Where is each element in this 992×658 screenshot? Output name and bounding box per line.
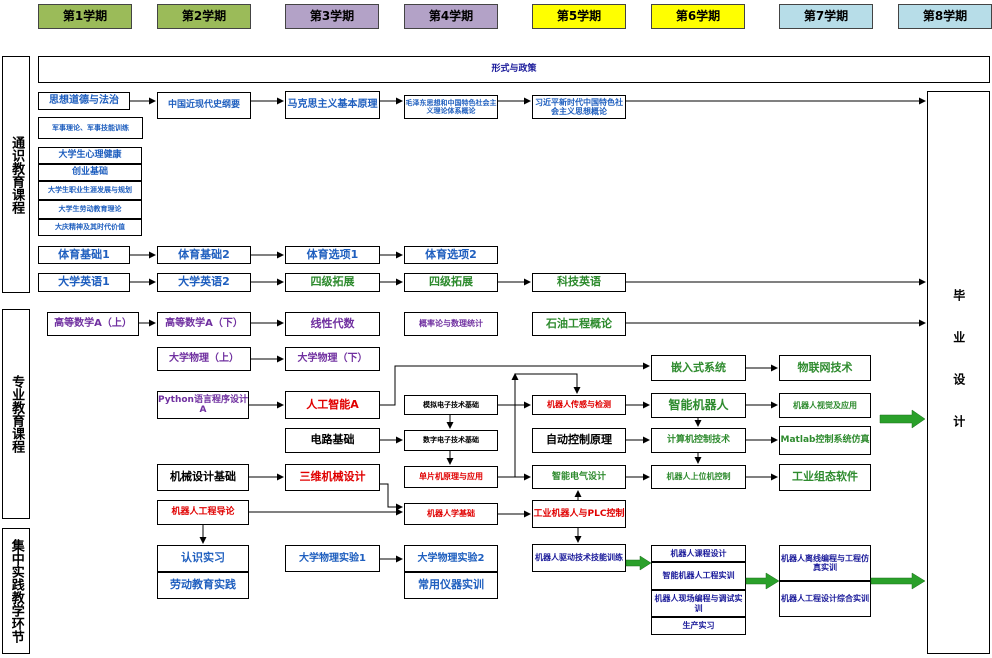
course-military: 军事理论、军事技能训练 <box>38 117 143 139</box>
course-embedded: 嵌入式系统 <box>651 355 746 381</box>
course-computer-control: 计算机控制技术 <box>651 428 746 453</box>
semester-2: 第2学期 <box>157 4 251 29</box>
course-drive-training: 机器人驱动技术技能训练 <box>532 544 626 572</box>
graduation-design: 毕业设计 <box>927 91 990 654</box>
course-analog: 模拟电子技术基础 <box>404 395 498 415</box>
course-design-comprehensive: 机器人工程设计综合实训 <box>779 581 871 617</box>
course-course-design: 机器人课程设计 <box>651 545 746 562</box>
section-practice: 集中实践教学环节 <box>2 528 30 654</box>
course-python: Python语言程序设计A <box>157 391 249 419</box>
course-english1: 大学英语1 <box>38 273 130 292</box>
section-general-label: 通识教育课程 <box>9 135 25 214</box>
course-iot: 物联网技术 <box>779 355 871 381</box>
course-smart-robot: 智能机器人 <box>651 393 746 418</box>
course-phys-exp2: 大学物理实验2 <box>404 545 498 572</box>
course-circuits: 电路基础 <box>285 428 380 453</box>
course-pe4: 体育选项2 <box>404 246 498 264</box>
course-sensors: 机器人传感与检测 <box>532 395 626 415</box>
course-robotics: 机器人学基础 <box>404 503 498 525</box>
course-situation-policy: 形式与政策 <box>38 56 990 83</box>
course-smart-training: 智能机器人工程实训 <box>651 562 746 590</box>
course-physics2: 大学物理（下） <box>285 347 380 371</box>
course-probability: 概率论与数理统计 <box>404 312 498 336</box>
course-digital: 数字电子技术基础 <box>404 430 498 451</box>
course-cet-ext1: 四级拓展 <box>285 273 380 292</box>
course-offline-prog: 机器人离线编程与工程仿真实训 <box>779 545 871 581</box>
course-scada: 工业组态软件 <box>779 464 871 491</box>
course-cognition: 认识实习 <box>157 545 249 572</box>
course-sci-english: 科技英语 <box>532 273 626 292</box>
course-pe3: 体育选项1 <box>285 246 380 264</box>
course-phys-exp1: 大学物理实验1 <box>285 545 380 572</box>
course-robot-vision: 机器人视觉及应用 <box>779 393 871 418</box>
course-ideology-law: 思想道德与法治 <box>38 92 130 110</box>
course-robot-intro: 机器人工程导论 <box>157 500 249 525</box>
course-mao-theory: 毛泽东思想和中国特色社会主义理论体系概论 <box>404 95 498 119</box>
course-field-programming: 机器人现场编程与调试实训 <box>651 590 746 617</box>
course-labor-practice: 劳动教育实践 <box>157 572 249 599</box>
course-cad3d: 三维机械设计 <box>285 464 380 491</box>
course-modern-history: 中国近现代史纲要 <box>157 92 251 119</box>
course-physics1: 大学物理（上） <box>157 347 251 371</box>
course-robot-plc-ctrl: 机器人上位机控制 <box>651 465 746 489</box>
course-career-planning: 大学生职业生涯发展与规划 <box>38 181 142 200</box>
course-daqing-spirit: 大庆精神及其时代价值 <box>38 219 142 236</box>
course-matlab: Matlab控制系统仿真 <box>779 426 871 455</box>
semester-3: 第3学期 <box>285 4 379 29</box>
course-mental-health: 大学生心理健康 <box>38 147 142 164</box>
course-pe1: 体育基础1 <box>38 246 130 264</box>
course-cet-ext2: 四级拓展 <box>404 273 498 292</box>
course-pe2: 体育基础2 <box>157 246 251 264</box>
section-major: 专业教育课程 <box>2 309 30 519</box>
course-smart-electric: 智能电气设计 <box>532 465 626 489</box>
course-mcu: 单片机原理与应用 <box>404 466 498 488</box>
graduation-design-label: 毕业设计 <box>951 288 966 457</box>
course-english2: 大学英语2 <box>157 273 251 292</box>
section-general: 通识教育课程 <box>2 56 30 293</box>
course-math-a1: 高等数学A（上） <box>47 312 139 336</box>
semester-5: 第5学期 <box>532 4 626 29</box>
course-production: 生产实习 <box>651 617 746 635</box>
section-practice-label: 集中实践教学环节 <box>8 539 24 643</box>
course-linear-algebra: 线性代数 <box>285 312 380 336</box>
course-mech-design: 机械设计基础 <box>157 464 249 491</box>
semester-4: 第4学期 <box>404 4 498 29</box>
course-labor-theory: 大学生劳动教育理论 <box>38 200 142 219</box>
course-marxism: 马克思主义基本原理 <box>285 91 380 119</box>
course-instrument: 常用仪器实训 <box>404 572 498 599</box>
semester-8: 第8学期 <box>898 4 992 29</box>
semester-1: 第1学期 <box>38 4 132 29</box>
course-petroleum: 石油工程概论 <box>532 312 626 336</box>
course-auto-control: 自动控制原理 <box>532 428 626 453</box>
course-industrial-plc: 工业机器人与PLC控制 <box>532 500 626 528</box>
course-entrepreneurship: 创业基础 <box>38 164 142 181</box>
semester-7: 第7学期 <box>779 4 873 29</box>
course-ai: 人工智能A <box>285 391 380 419</box>
semester-6: 第6学期 <box>651 4 745 29</box>
section-major-label: 专业教育课程 <box>9 375 25 453</box>
course-math-a2: 高等数学A（下） <box>157 312 251 336</box>
course-xi-thought: 习近平新时代中国特色社会主义思想概论 <box>532 95 626 119</box>
